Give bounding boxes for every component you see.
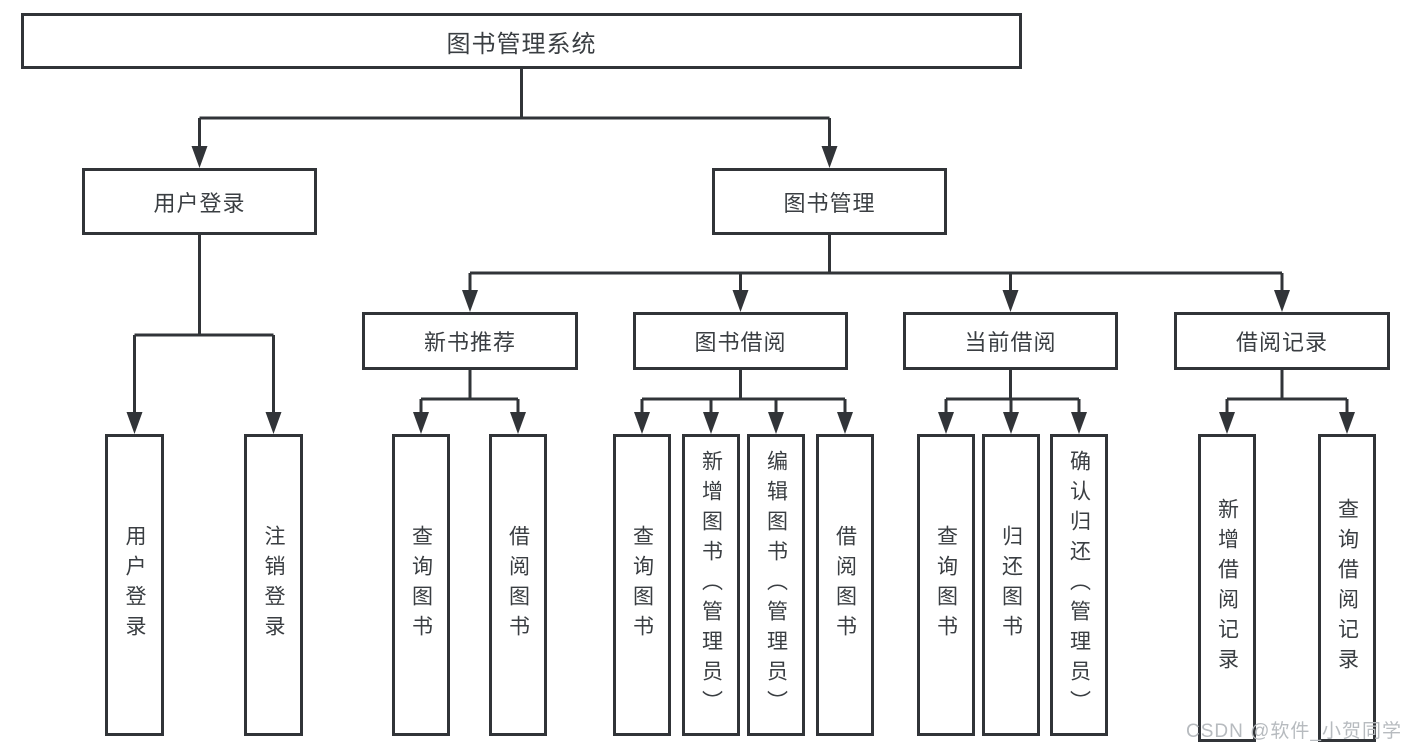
leaf-label: 编辑图书（管理员） [764,450,788,720]
leaf-label: 新增借阅记录 [1215,498,1239,678]
node-library-management-system: 图书管理系统 [21,13,1022,69]
node-book-management: 图书管理 [712,168,947,235]
leaf-label: 确认归还（管理员） [1067,450,1091,720]
leaf-label: 新增图书（管理员） [699,450,723,720]
leaf-label: 查询图书 [409,525,433,645]
leaf-label: 归还图书 [999,525,1023,645]
leaf-edit-books-admin: 编辑图书（管理员） [747,434,805,736]
leaf-return-books: 归还图书 [982,434,1040,736]
node-book-borrow: 图书借阅 [633,312,848,370]
leaf-query-borrow-record: 查询借阅记录 [1318,434,1376,742]
leaf-label: 借阅图书 [833,525,857,645]
node-current-borrow: 当前借阅 [903,312,1118,370]
leaf-user-login: 用户登录 [105,434,164,736]
leaf-borrow-books: 借阅图书 [816,434,874,736]
node-borrow-records: 借阅记录 [1174,312,1390,370]
leaf-query-books-current: 查询图书 [917,434,975,736]
leaf-label: 注销登录 [262,525,285,645]
leaf-logout: 注销登录 [244,434,303,736]
leaf-label: 借阅图书 [506,525,530,645]
node-user-login: 用户登录 [82,168,317,235]
leaf-label: 查询借阅记录 [1335,498,1359,678]
leaf-label: 查询图书 [630,525,654,645]
node-new-book-recommend: 新书推荐 [362,312,578,370]
leaf-add-borrow-record: 新增借阅记录 [1198,434,1256,742]
leaf-add-books-admin: 新增图书（管理员） [682,434,740,736]
leaf-query-books-recommend: 查询图书 [392,434,450,736]
leaf-query-books-borrow: 查询图书 [613,434,671,736]
leaf-confirm-return-admin: 确认归还（管理员） [1050,434,1108,736]
leaf-borrow-books-recommend: 借阅图书 [489,434,547,736]
csdn-watermark: CSDN @软件_小贺同学 [1186,721,1402,742]
leaf-label: 用户登录 [123,525,146,645]
leaf-label: 查询图书 [934,525,958,645]
